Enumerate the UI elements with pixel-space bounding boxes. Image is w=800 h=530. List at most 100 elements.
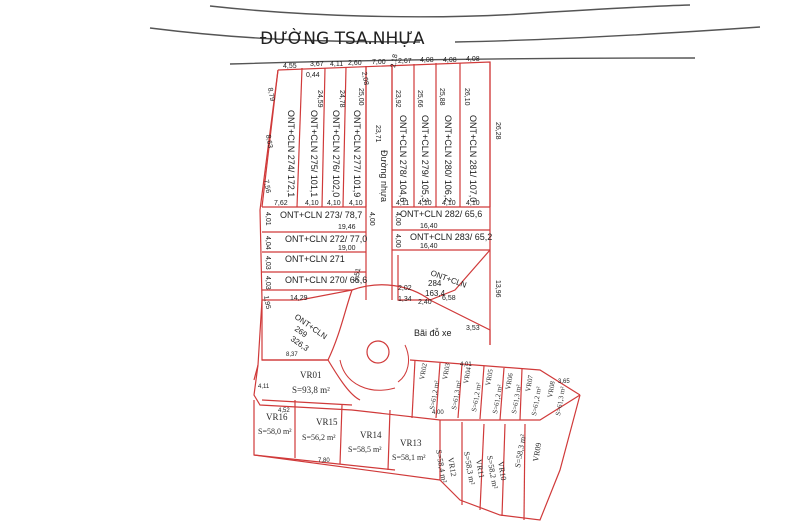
vr-dim-4: 7,80 xyxy=(318,458,330,464)
vr04-name: VR04 xyxy=(462,366,473,384)
dim-misc-2: 2,08 xyxy=(360,71,369,86)
lot-284-line2: 284 xyxy=(428,279,442,288)
dim-lot-272-side: 4,04 xyxy=(264,236,271,250)
vr02-name: VR02 xyxy=(418,362,429,380)
vr14-name: VR14 xyxy=(360,430,382,440)
vr13-name: VR13 xyxy=(400,438,422,448)
dim-lot-275-width: 4,10 xyxy=(305,200,319,207)
lot-279-label: ONT+CLN 279/ 105,3 xyxy=(420,115,430,202)
lot-278-label: ONT+CLN 278/ 104,6 xyxy=(398,115,408,202)
vr11-name: VR11 xyxy=(474,459,486,479)
vr10-name: VR10 xyxy=(496,461,508,481)
vr16-name: VR16 xyxy=(266,412,288,422)
lot-281-label: ONT+CLN 281/ 107,0 xyxy=(468,115,478,202)
vr06-name: VR06 xyxy=(504,372,515,390)
dim-lot-277-width: 4,10 xyxy=(349,200,363,207)
dim-misc-6: 7,56 xyxy=(262,179,271,194)
dim-top-8: 4,08 xyxy=(443,57,457,64)
lot-276-label: ONT+CLN 276/ 102,0 xyxy=(331,110,341,197)
dim-lot-273-side: 4,01 xyxy=(264,212,271,226)
vr15-area: S=56,2 m² xyxy=(302,433,336,442)
dim-misc-8: 26,28 xyxy=(494,122,501,140)
lot-274-label: ONT+CLN 274/ 172,1 xyxy=(286,110,296,197)
dim-top-4: 2,60 xyxy=(348,60,362,67)
main-road: ĐƯỜNG TSA.NHỰA xyxy=(149,4,761,65)
vr-block xyxy=(253,359,581,521)
dim-lot-270-len: 14,29 xyxy=(290,295,308,302)
vr09-name: VR09 xyxy=(531,442,543,462)
dim-inner-road-width: 4,00 xyxy=(368,212,375,226)
left-horizontal-lots xyxy=(262,231,366,291)
vr05-name: VR05 xyxy=(484,368,495,386)
dim-lot-282-side: 4,00 xyxy=(394,212,401,226)
inner-road: Đường nhựa xyxy=(365,64,393,300)
lot-270-label: ONT+CLN 270/ 65,6 xyxy=(285,275,367,285)
dim-lot-276-len: 24,78 xyxy=(338,90,345,108)
dim-misc-13: 6,58 xyxy=(442,295,456,302)
dim-misc-12: 2,40 xyxy=(418,299,432,306)
dim-lot-270-side: 4,03 xyxy=(264,276,271,290)
lot-272-label: ONT+CLN 272/ 77,0 xyxy=(285,234,367,244)
dim-top-6: 2,67 xyxy=(398,58,412,65)
dim-misc-15: 1,95 xyxy=(262,295,271,310)
vr10-area: S=58,2 m² xyxy=(485,455,500,490)
dim-top-2: 3,67 xyxy=(310,61,324,68)
dim-top-1: 4,55 xyxy=(283,63,297,70)
dim-lot-275-len: 24,59 xyxy=(316,90,323,108)
dim-misc-7: 23,71 xyxy=(374,125,381,143)
vr13-area: S=58,1 m² xyxy=(392,453,426,462)
vr12-area: S=58,4 m² xyxy=(434,449,449,484)
vr-dim-6: 4,11 xyxy=(258,384,270,390)
vr14-area: S=58,5 m² xyxy=(348,445,382,454)
vr08-area: S=61,3 m² xyxy=(554,386,567,416)
vr03-name: VR03 xyxy=(441,362,452,380)
lot-282-label: ONT+CLN 282/ 65,6 xyxy=(400,209,482,219)
dim-lot-271-side: 4,03 xyxy=(264,256,271,270)
dim-misc-11: 1,34 xyxy=(398,296,412,303)
lot-280-label: ONT+CLN 280/ 106,2 xyxy=(443,115,453,202)
lot-271-label: ONT+CLN 271 xyxy=(285,254,345,264)
vr07-name: VR07 xyxy=(524,374,535,392)
dim-lot-281-width: 4,10 xyxy=(466,200,480,207)
dim-lot-272-len: 19,00 xyxy=(338,245,356,252)
vr-dim-5: 4,52 xyxy=(278,408,290,414)
vr01-area: S=93,8 m² xyxy=(292,385,330,395)
parking-area: Bãi đỗ xe xyxy=(339,284,491,391)
vr-dim-3: 3,65 xyxy=(558,379,570,385)
dim-misc-16: 5,51 xyxy=(353,268,362,283)
vr01-name: VR01 xyxy=(300,370,322,380)
lot-283-label: ONT+CLN 283/ 65,2 xyxy=(410,232,492,242)
dim-lot-274-width: 7,62 xyxy=(274,200,288,207)
road-name-label: ĐƯỜNG TSA.NHỰA xyxy=(260,27,425,49)
dim-misc-4: 8,79 xyxy=(266,87,275,102)
lot-273-label: ONT+CLN 273/ 78,7 xyxy=(280,210,362,220)
dim-lot-278-len: 23,92 xyxy=(394,90,401,108)
lot-284-line3: 163,4 xyxy=(425,289,446,298)
vr02-area: S=61,2 m² xyxy=(428,380,441,410)
dim-lot-277-len: 25,00 xyxy=(357,88,364,106)
dim-misc-9: 13,96 xyxy=(494,280,501,298)
dim-lot-279-width: 4,10 xyxy=(418,200,432,207)
vr12-name: VR12 xyxy=(446,457,458,477)
dim-lot-276-width: 4,10 xyxy=(327,200,341,207)
vr15-name: VR15 xyxy=(316,417,338,427)
dim-lot-273-len: 19,46 xyxy=(338,224,356,231)
dim-top-7: 4,08 xyxy=(420,57,434,64)
dimension-labels: 4,55 3,67 4,11 2,60 7,00 2,67 4,08 4,08 … xyxy=(262,54,501,358)
dim-misc-5: 8,63 xyxy=(264,134,273,149)
dim-lot-283-side: 4,00 xyxy=(394,234,401,248)
lot-277-label: ONT+CLN 277/ 101,9 xyxy=(352,110,362,197)
dim-lot-282-len: 16,40 xyxy=(420,223,438,230)
lot-275-label: ONT+CLN 275/ 101,1 xyxy=(309,110,319,197)
vr-dim-2: 4,01 xyxy=(460,362,472,368)
vr09-area: S=58,3 m² xyxy=(513,433,528,468)
dim-lot-281-len: 26,10 xyxy=(463,88,470,106)
dim-misc-14: 3,53 xyxy=(466,325,480,332)
dim-top-9: 4,08 xyxy=(466,56,480,63)
vr03-area: S=61,3 m² xyxy=(450,380,463,410)
dim-lot-280-len: 25,88 xyxy=(438,88,445,106)
vr-dim-1: 4,00 xyxy=(432,410,444,416)
dim-top-5: 7,00 xyxy=(372,59,386,66)
inner-road-label: Đường nhựa xyxy=(379,150,389,202)
